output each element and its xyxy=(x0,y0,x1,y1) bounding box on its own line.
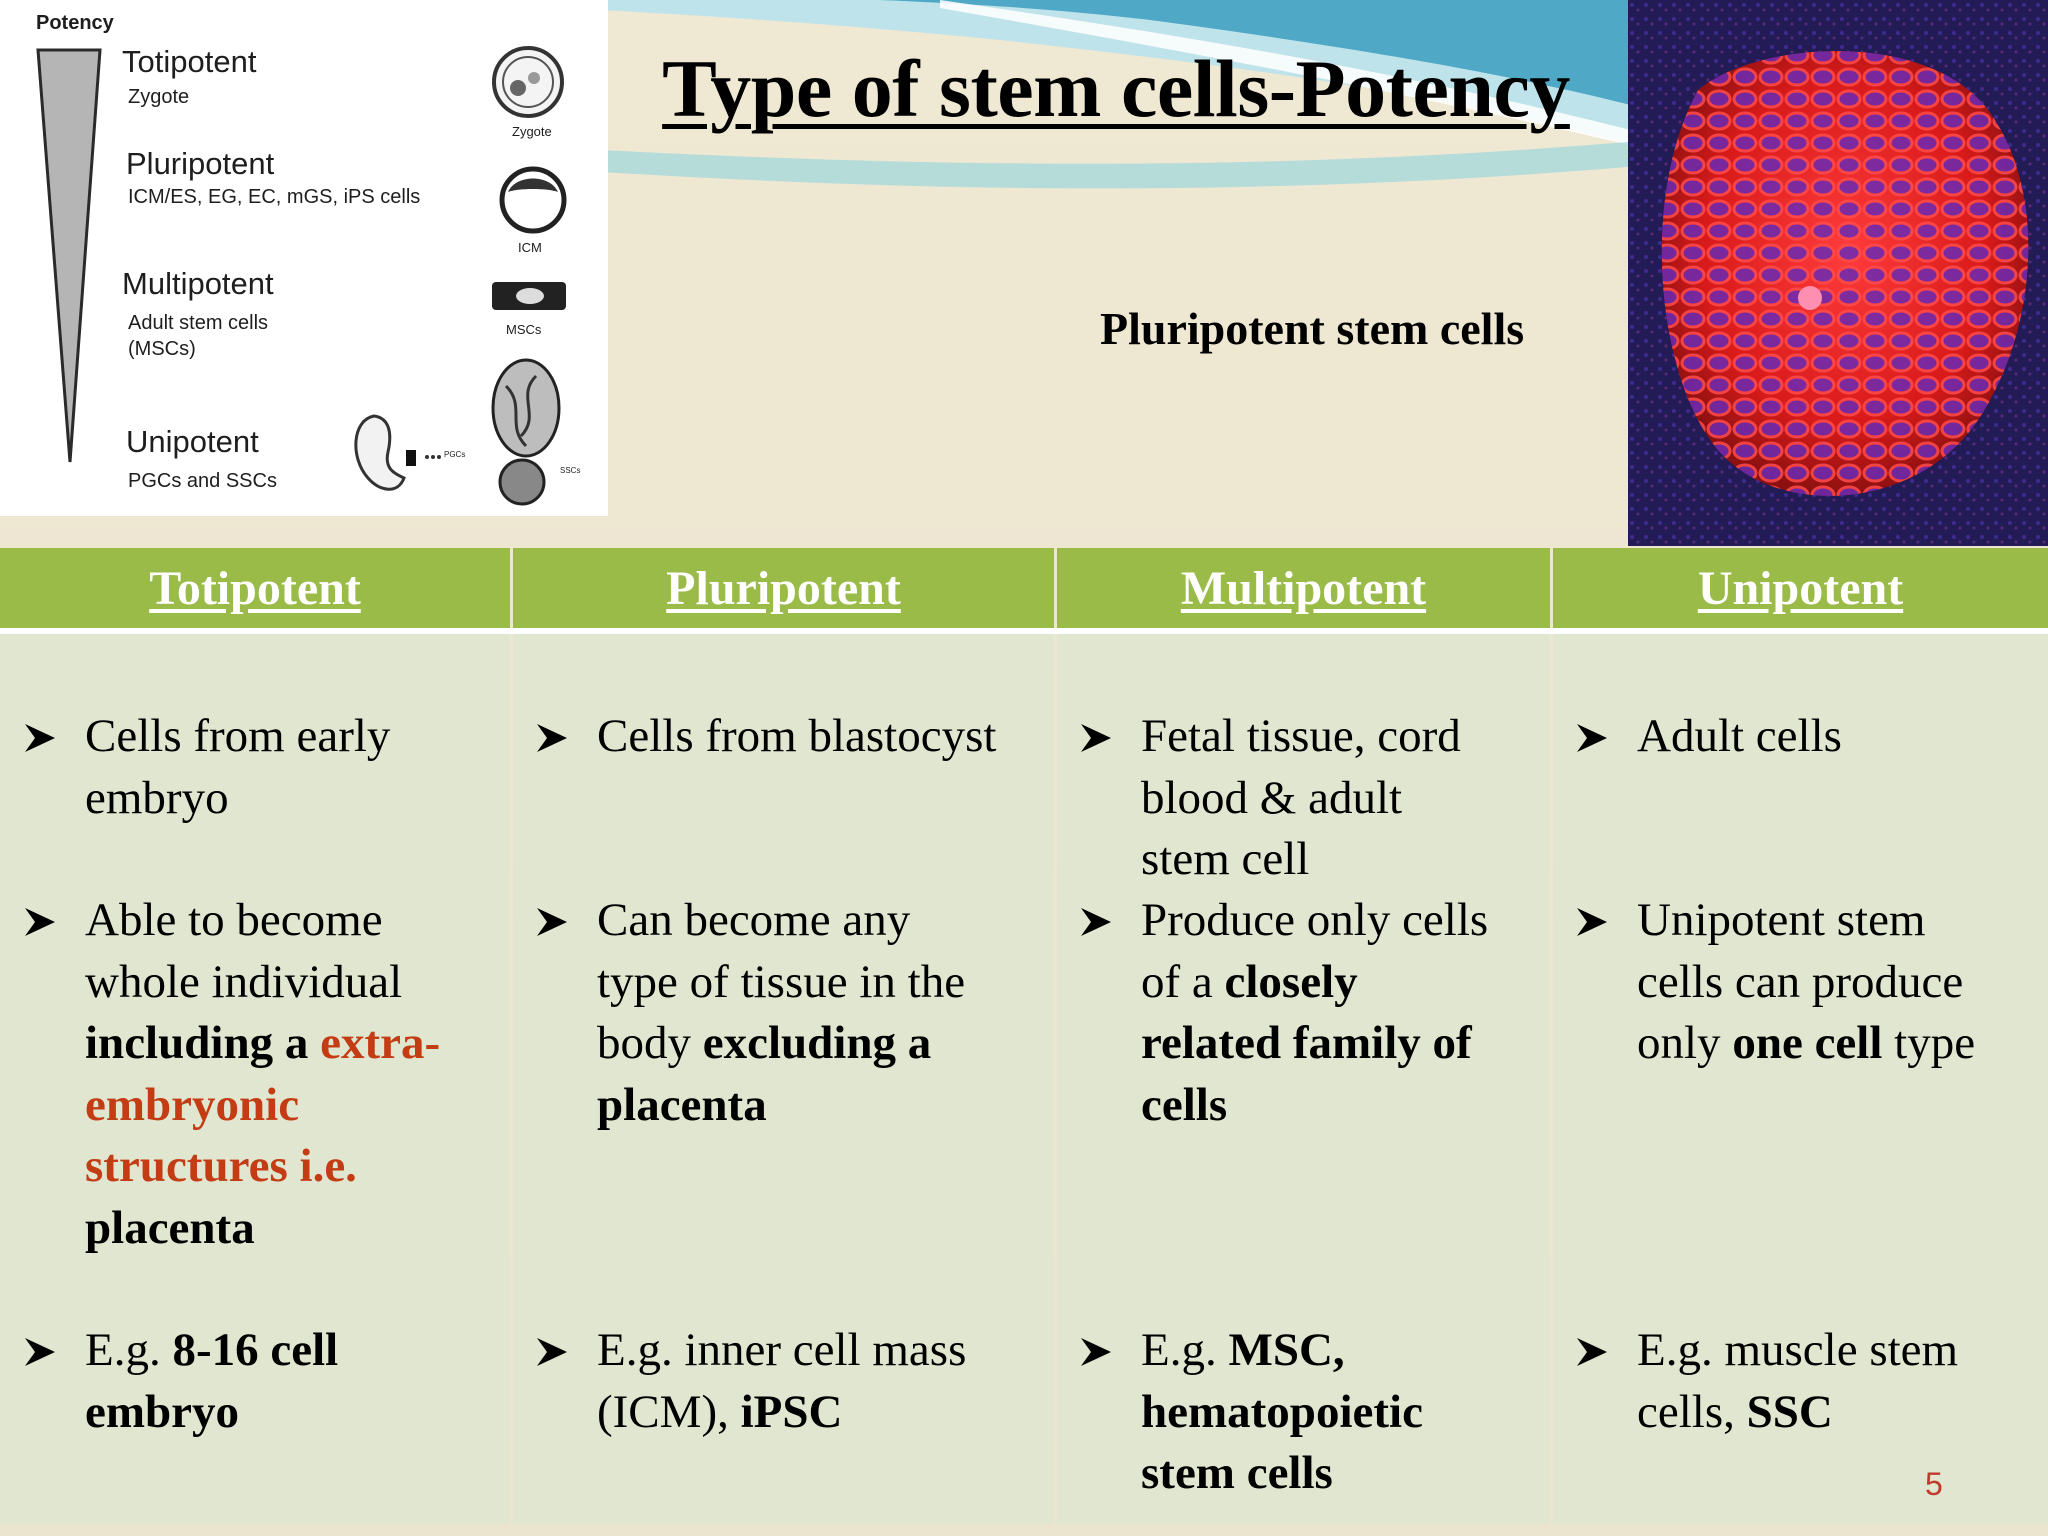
zygote-icon-label: Zygote xyxy=(512,124,552,139)
level-pluripotent-sub: ICM/ES, EG, EC, mGS, iPS cells xyxy=(128,186,421,208)
header-pluripotent: Pluripotent xyxy=(513,548,1054,628)
arrow-bullet-icon xyxy=(1079,706,1113,754)
list-item: Cells from blastocyst xyxy=(537,706,1052,768)
header-unipotent-label: Unipotent xyxy=(1697,561,1904,615)
ssc-icon-label: SSCs xyxy=(560,466,581,475)
pgc-icon-label: PGCs xyxy=(444,450,466,459)
background-swoosh xyxy=(600,0,1650,189)
header-unipotent: Unipotent xyxy=(1553,548,2048,628)
arrow-bullet-icon xyxy=(23,890,57,938)
slide-title: Type of stem cells-Potency xyxy=(662,43,1570,134)
level-multipotent: Multipotent xyxy=(122,266,274,301)
level-unipotent: Unipotent xyxy=(126,424,259,459)
zygote-icon xyxy=(492,46,564,118)
list-item: Fetal tissue, cord blood & adult stem ce… xyxy=(1081,706,1546,891)
arrow-bullet-icon xyxy=(23,706,57,754)
arrow-bullet-icon xyxy=(23,1320,57,1368)
image-caption: Pluripotent stem cells xyxy=(1100,303,1525,354)
list-item: Cells from early embryo xyxy=(25,706,505,829)
level-pluripotent: Pluripotent xyxy=(126,146,275,181)
header-totipotent-label: Totipotent xyxy=(149,561,361,615)
list-item: Adult cells xyxy=(1577,706,2045,768)
msc-icon xyxy=(492,282,566,310)
list-item: Able to become whole individual includin… xyxy=(25,890,505,1259)
list-item: E.g. muscle stem cells, SSC xyxy=(1577,1320,2045,1443)
potency-table: Totipotent Cells from early embryo Able … xyxy=(0,548,2048,1524)
column-pluripotent: Pluripotent Cells from blastocyst Can be… xyxy=(513,548,1054,1524)
icm-icon xyxy=(499,166,567,234)
list-item: Unipotent stem cells can produce only on… xyxy=(1577,890,2045,1075)
page-number: 5 xyxy=(1925,1466,1943,1502)
level-totipotent-sub: Zygote xyxy=(128,86,190,108)
arrow-bullet-icon xyxy=(1079,1320,1113,1368)
header-pluripotent-label: Pluripotent xyxy=(666,561,901,615)
potency-diagram: Potency Totipotent Zygote Pluripotent IC… xyxy=(0,0,608,516)
embryo-icon xyxy=(354,414,416,491)
cell-colony-icon xyxy=(1628,0,2048,546)
potency-heading: Potency xyxy=(36,12,114,34)
level-unipotent-sub: PGCs and SSCs xyxy=(128,470,277,492)
arrow-bullet-icon xyxy=(535,1320,569,1368)
arrow-bullet-icon xyxy=(1079,890,1113,938)
dots-icon xyxy=(425,455,441,459)
potency-triangle xyxy=(36,48,102,463)
level-multipotent-sub2: (MSCs) xyxy=(128,338,196,360)
stem-cell-colony-image xyxy=(1628,0,2048,546)
list-item: Can become any type of tissue in the bod… xyxy=(537,890,1052,1136)
arrow-bullet-icon xyxy=(535,890,569,938)
header-multipotent-label: Multipotent xyxy=(1180,561,1427,615)
arrow-bullet-icon xyxy=(1575,706,1609,754)
column-unipotent: Unipotent Adult cells Unipotent stem cel… xyxy=(1553,548,2048,1524)
header-multipotent: Multipotent xyxy=(1057,548,1550,628)
testis-icon xyxy=(491,358,561,506)
list-item: Produce only cells of a closely related … xyxy=(1081,890,1546,1136)
column-totipotent: Totipotent Cells from early embryo Able … xyxy=(0,548,510,1524)
icm-icon-label: ICM xyxy=(518,240,542,255)
list-item: E.g. inner cell mass (ICM), iPSC xyxy=(537,1320,1052,1443)
arrow-bullet-icon xyxy=(1575,1320,1609,1368)
header-totipotent: Totipotent xyxy=(0,548,510,628)
arrow-bullet-icon xyxy=(1575,890,1609,938)
list-item: E.g. 8-16 cell embryo xyxy=(25,1320,505,1443)
level-multipotent-sub: Adult stem cells xyxy=(128,312,269,334)
msc-icon-label: MSCs xyxy=(506,322,542,337)
arrow-bullet-icon xyxy=(535,706,569,754)
header-divider xyxy=(0,628,2048,634)
column-multipotent: Multipotent Fetal tissue, cord blood & a… xyxy=(1057,548,1550,1524)
list-item: E.g. MSC, hematopoietic stem cells xyxy=(1081,1320,1546,1505)
level-totipotent: Totipotent xyxy=(122,44,257,79)
